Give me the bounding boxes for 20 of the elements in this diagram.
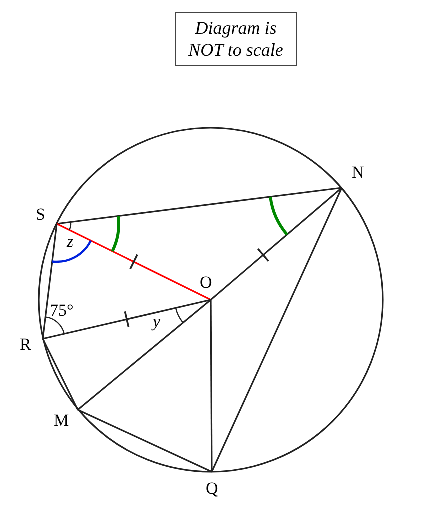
point-label: M	[54, 412, 70, 430]
angle-label: y	[153, 313, 161, 331]
line-segment	[42, 338, 79, 410]
line-segment	[77, 299, 212, 411]
line-segment	[210, 300, 213, 472]
line-segment	[42, 299, 212, 340]
point-label: O	[200, 274, 212, 292]
angle-label: z	[67, 233, 74, 251]
line-segment	[56, 187, 342, 225]
point-label: R	[20, 336, 32, 354]
line-segment	[42, 224, 58, 340]
angle-label: 75°	[50, 302, 74, 320]
line-segment	[211, 188, 343, 472]
line-segment	[78, 409, 212, 473]
line-segment	[210, 187, 343, 301]
note-box: Diagram is NOT to scale	[175, 12, 297, 66]
point-label: Q	[206, 480, 218, 498]
line-segment	[56, 223, 212, 301]
point-label: S	[36, 206, 46, 224]
point-label: N	[352, 164, 364, 182]
